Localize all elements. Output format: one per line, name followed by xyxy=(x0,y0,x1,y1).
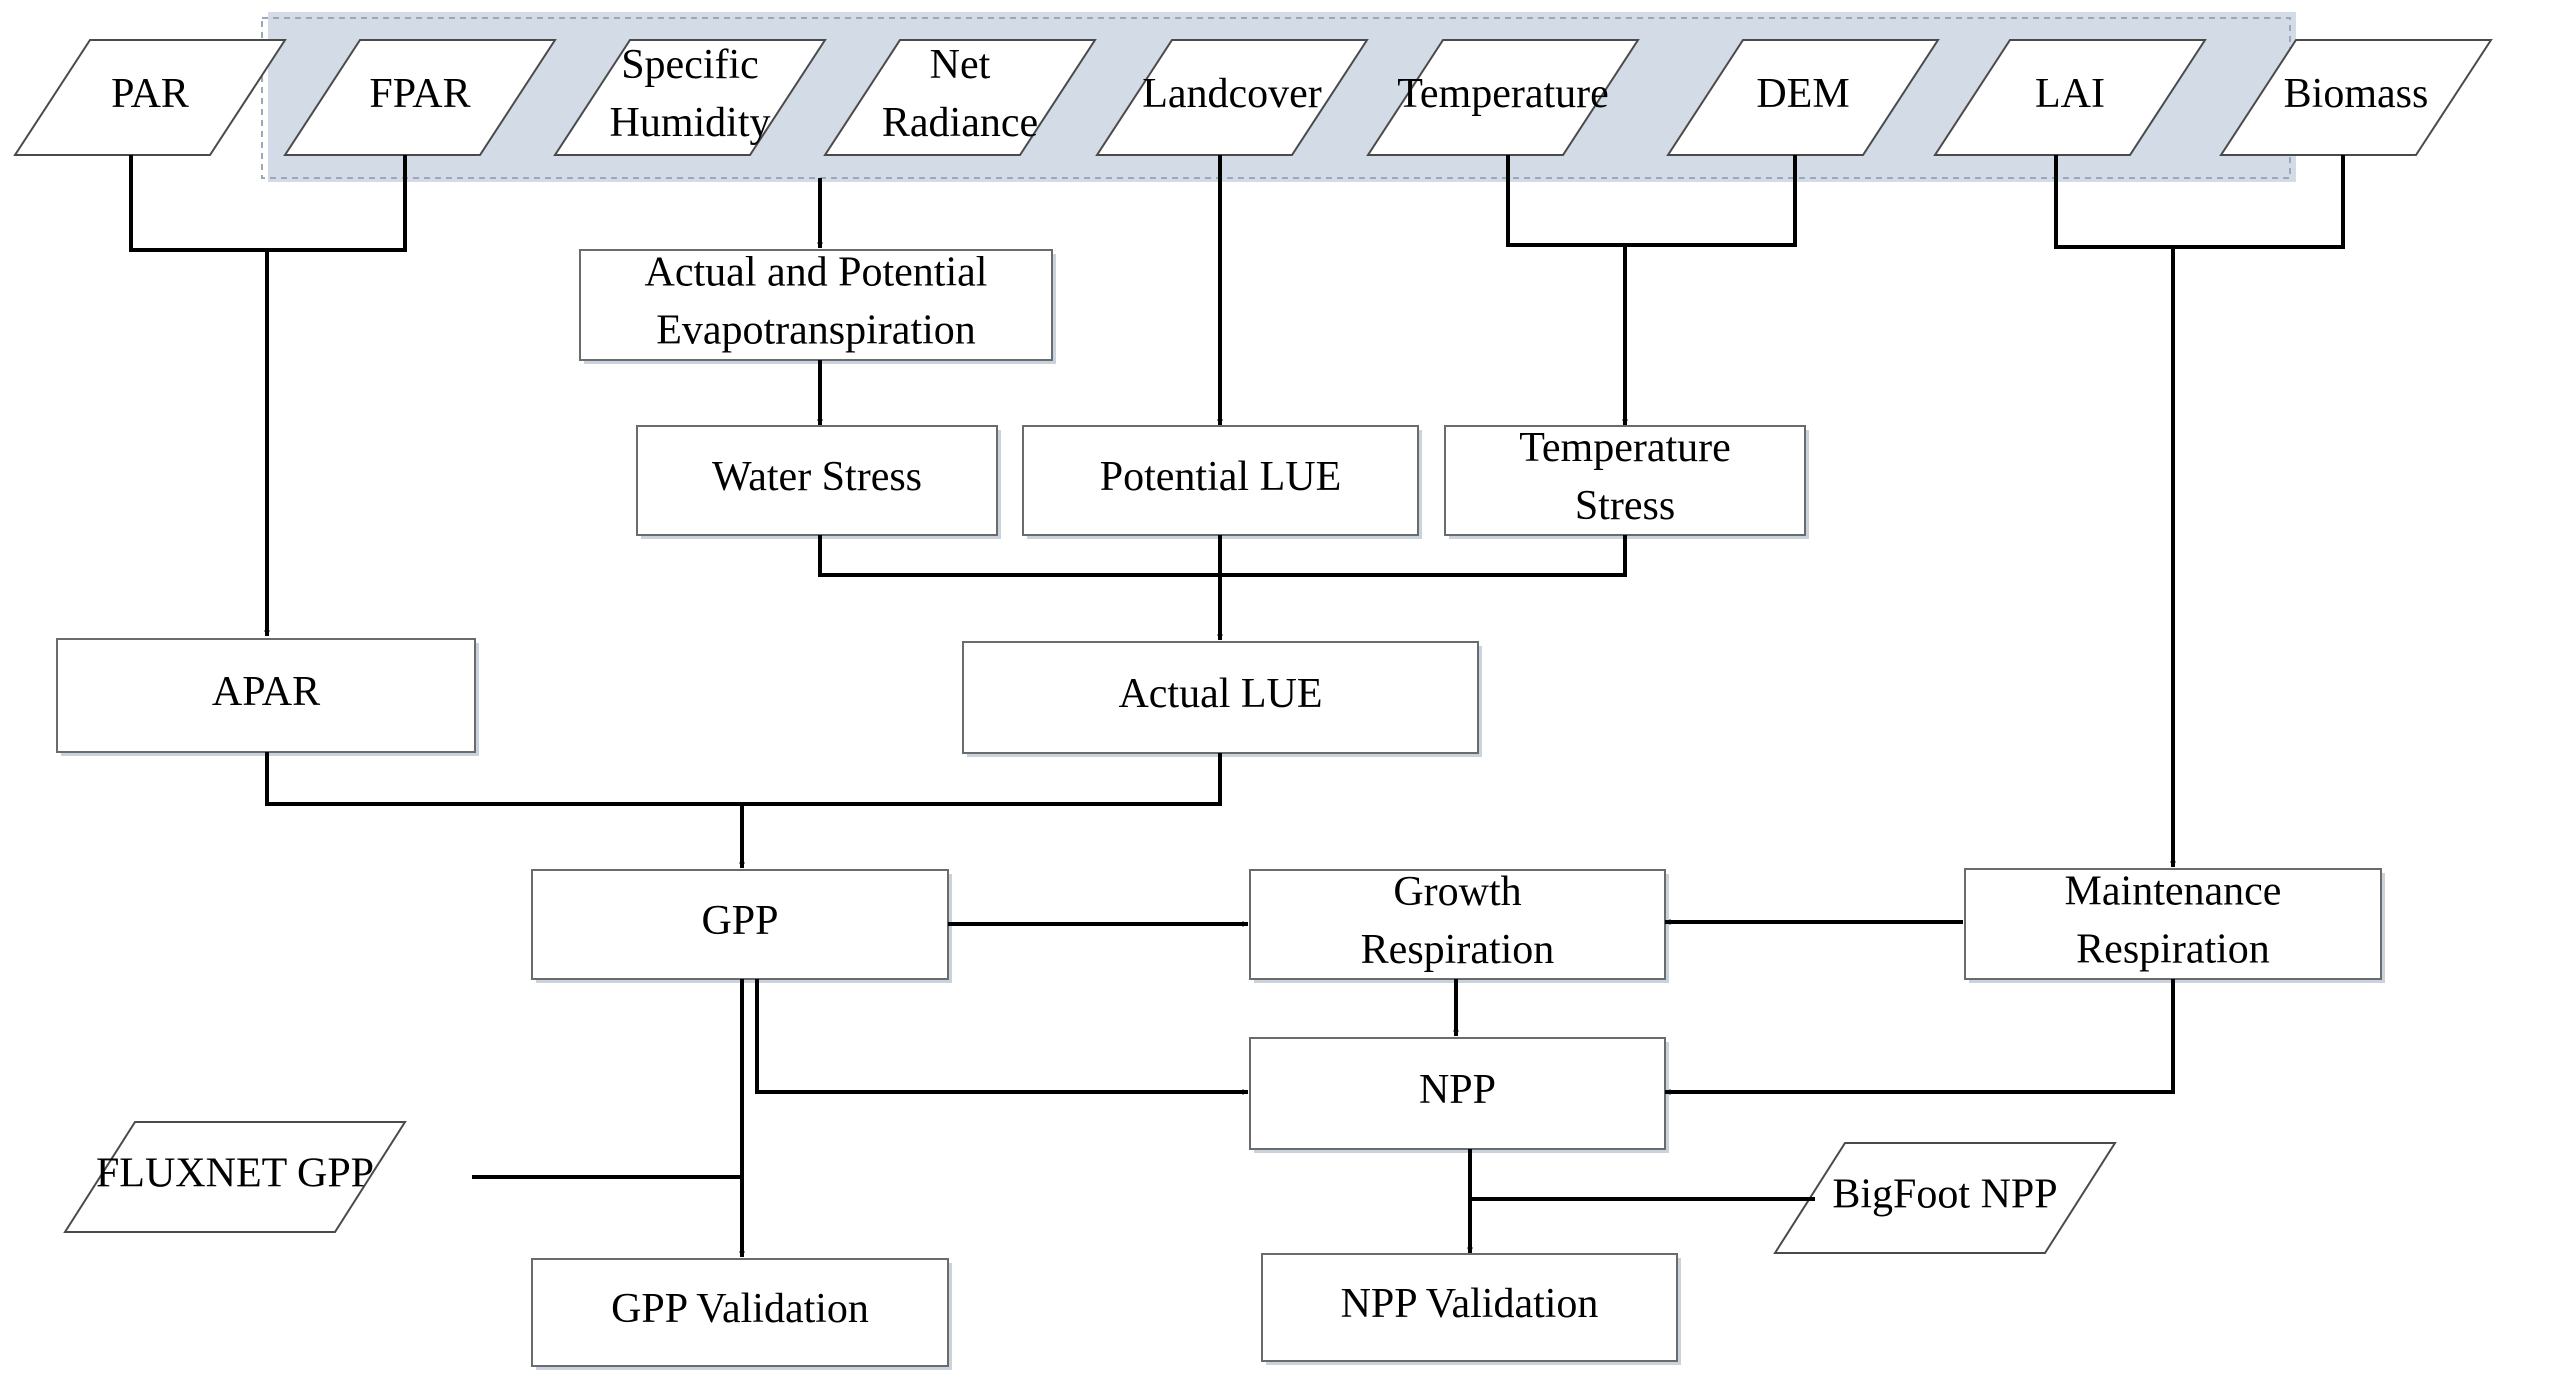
processes.apar-label: APAR xyxy=(212,669,320,715)
processes.temperature-stress-label: Temperature xyxy=(1519,425,1731,471)
biomass-input: Biomass xyxy=(2219,39,2493,156)
process-nodes: Actual and PotentialEvapotranspirationWa… xyxy=(56,249,2385,1370)
apar-frame xyxy=(56,638,476,753)
gpp-validation-box: GPP Validation xyxy=(531,1258,952,1370)
processes.npp-label: NPP xyxy=(1419,1067,1496,1113)
maintenance-respiration-frame xyxy=(1964,868,2382,980)
processes.potential-lue-label: Potential LUE xyxy=(1100,454,1341,500)
inputs.temperature-label: Temperature xyxy=(1397,71,1609,117)
processes.growth-respiration-label: Growth xyxy=(1393,869,1521,915)
arrow-maintenance-to-npp xyxy=(1664,979,2175,1095)
processes.actual-lue-label: Actual LUE xyxy=(1118,671,1322,717)
growth-respiration-frame xyxy=(1249,869,1666,980)
actual-lue-frame xyxy=(962,641,1479,754)
gpp-box: GPP xyxy=(531,869,952,983)
npp-validation-box: NPP Validation xyxy=(1261,1253,1681,1365)
inputs.net-radiance-label: Net xyxy=(930,42,991,88)
connector-temperature-dem-join xyxy=(1506,155,1797,247)
processes.gpp-validation-label: GPP Validation xyxy=(611,1286,869,1332)
evapotranspiration-frame xyxy=(579,249,1053,361)
processes.gpp-label: GPP xyxy=(701,898,778,944)
actual-lue-box: Actual LUE xyxy=(962,641,1482,757)
arrow-gpp-to-npp xyxy=(755,979,1249,1095)
connectors xyxy=(129,155,2345,1258)
landcover-input: Landcover xyxy=(1095,39,1369,156)
inputs.biomass-label: Biomass xyxy=(2284,71,2429,117)
water-stress-box: Water Stress xyxy=(636,425,1001,539)
fpar-shape xyxy=(283,39,557,156)
biomass-shape xyxy=(2219,39,2493,156)
bigfoot-npp-shape xyxy=(1773,1142,2117,1254)
par-shape xyxy=(13,39,287,156)
processes.evapotranspiration-label: Actual and Potential xyxy=(645,250,988,296)
bigfoot-npp-input: BigFoot NPP xyxy=(1773,1142,2117,1254)
net-radiance-shape xyxy=(823,39,1097,156)
gpp-frame xyxy=(531,869,949,980)
temperature-input: Temperature xyxy=(1366,39,1640,156)
par-input: PAR xyxy=(13,39,287,156)
dem-shape xyxy=(1666,39,1940,156)
inputs.net-radiance-label: Radiance xyxy=(882,100,1038,146)
inputs.dem-label: DEM xyxy=(1756,71,1849,117)
apar-box: APAR xyxy=(56,638,479,756)
connector-stress-join xyxy=(818,535,1627,577)
npp-frame xyxy=(1249,1037,1666,1150)
processes.npp-validation-label: NPP Validation xyxy=(1341,1281,1599,1327)
dem-input: DEM xyxy=(1666,39,1940,156)
specific-humidity-shape xyxy=(553,39,827,156)
fluxnet-gpp-input: FLUXNET GPP xyxy=(63,1121,407,1233)
fpar-input: FPAR xyxy=(283,39,557,156)
temperature-shape xyxy=(1366,39,1640,156)
processes.evapotranspiration-label: Evapotranspiration xyxy=(656,308,976,354)
references.fluxnet-gpp-label: FLUXNET GPP xyxy=(96,1151,374,1197)
npp-box: NPP xyxy=(1249,1037,1669,1153)
potential-lue-box: Potential LUE xyxy=(1022,425,1422,539)
inputs.lai-label: LAI xyxy=(2035,71,2105,117)
gpp-validation-frame xyxy=(531,1258,949,1367)
processes.water-stress-label: Water Stress xyxy=(712,454,922,500)
processes.temperature-stress-label: Stress xyxy=(1575,483,1675,529)
connector-apar-lue-join xyxy=(265,752,1222,806)
temperature-stress-frame xyxy=(1444,425,1806,536)
inputs.fpar-label: FPAR xyxy=(369,71,470,117)
water-stress-frame xyxy=(636,425,998,536)
input-highlight-band-edge xyxy=(261,17,2291,179)
connector-lai-biomass-join xyxy=(2054,155,2345,249)
inputs.specific-humidity-label: Humidity xyxy=(609,100,770,146)
lai-shape xyxy=(1933,39,2207,156)
references.bigfoot-npp-label: BigFoot NPP xyxy=(1832,1172,2057,1218)
fluxnet-gpp-shape xyxy=(63,1121,407,1233)
inputs.landcover-label: Landcover xyxy=(1142,71,1322,117)
processes.growth-respiration-label: Respiration xyxy=(1361,927,1555,973)
landcover-shape xyxy=(1095,39,1369,156)
processes.maintenance-respiration-label: Respiration xyxy=(2076,927,2270,973)
inputs.specific-humidity-label: Specific xyxy=(621,42,759,88)
processes.maintenance-respiration-label: Maintenance xyxy=(2065,869,2282,915)
inputs.par-label: PAR xyxy=(111,71,189,117)
npp-validation-frame xyxy=(1261,1253,1678,1362)
lai-input: LAI xyxy=(1933,39,2207,156)
